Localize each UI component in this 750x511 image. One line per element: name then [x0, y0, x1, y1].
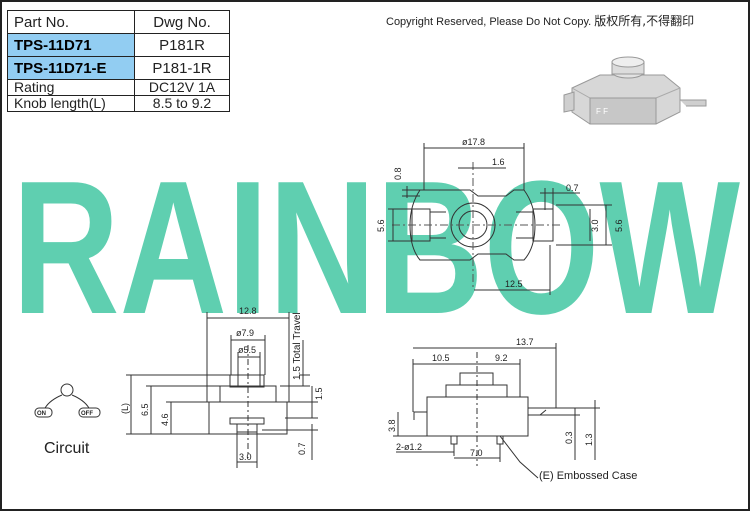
dim-17-8: ø17.8 [462, 137, 485, 147]
dim-0-3: 0.3 [564, 431, 574, 444]
dim-7-0: 7.0 [470, 448, 483, 458]
side-view: 12.8 ø7.9 ø5.5 1.5 Total Travel (L) 6.5 … [120, 306, 324, 468]
dim-0-7: 0.7 [297, 442, 307, 455]
dim-3-0: 3.0 [239, 452, 252, 462]
knob-length-value: 8.5 to 9.2 [134, 95, 230, 112]
product-3d-render: F F [563, 56, 707, 125]
dim-12-8: 12.8 [239, 306, 257, 316]
dim-total-travel: 1.5 Total Travel [292, 312, 303, 380]
circuit-diagram: ON OFF [34, 383, 101, 418]
dim-13-7: 13.7 [516, 337, 534, 347]
part-spec-table: Part No. Dwg No. TPS-11D71 P181R TPS-11D… [7, 10, 230, 112]
knob-length-label: Knob length(L) [7, 95, 135, 112]
front-view: 13.7 10.5 9.2 3.8 0.3 1.3 2-ø1.2 7.0 [387, 337, 600, 479]
dim-5-6-right: 5.6 [614, 219, 624, 232]
dim-5-5: ø5.5 [238, 345, 256, 355]
dim-6-5: 6.5 [140, 403, 150, 416]
svg-text:F F: F F [596, 107, 608, 116]
dim-10-5: 10.5 [432, 353, 450, 363]
copyright-notice: Copyright Reserved, Please Do Not Copy. … [386, 12, 694, 29]
dwg-number-cell: P181-1R [134, 56, 230, 80]
rainbow-watermark: RAINBOW [12, 155, 740, 320]
top-view: ø17.8 1.6 0.8 0.7 5.6 3.0 5.6 12.5 [376, 137, 624, 295]
dim-0-7: 0.7 [566, 183, 579, 193]
circuit-on: ON [37, 411, 46, 417]
dim-1-6: 1.6 [492, 157, 505, 167]
copyright-cn: 版权所有,不得翻印 [594, 14, 695, 28]
dim-1-3: 1.3 [584, 433, 594, 446]
copyright-en: Copyright Reserved, Please Do Not Copy. [386, 16, 592, 28]
dim-9-2: 9.2 [495, 353, 508, 363]
dim-2-phi: 2-ø1.2 [396, 442, 422, 452]
dim-5-6-left: 5.6 [376, 219, 386, 232]
watermark-text: RAINBOW [12, 155, 740, 320]
dim-4-6: 4.6 [160, 413, 170, 426]
circuit-off: OFF [81, 411, 93, 417]
part-number-cell: TPS-11D71 [7, 33, 135, 57]
dim-7-9: ø7.9 [236, 328, 254, 338]
part-number-cell: TPS-11D71-E [7, 56, 135, 80]
dim-3-0: 3.0 [590, 219, 600, 232]
dim-0-8: 0.8 [393, 167, 403, 180]
dim-1-5: 1.5 [314, 387, 324, 400]
circuit-label: Circuit [44, 440, 90, 457]
dim-12-5: 12.5 [505, 279, 523, 289]
embossed-case-label: (E) Embossed Case [539, 470, 638, 482]
dim-L: (L) [120, 403, 130, 414]
dim-3-8: 3.8 [387, 419, 397, 432]
